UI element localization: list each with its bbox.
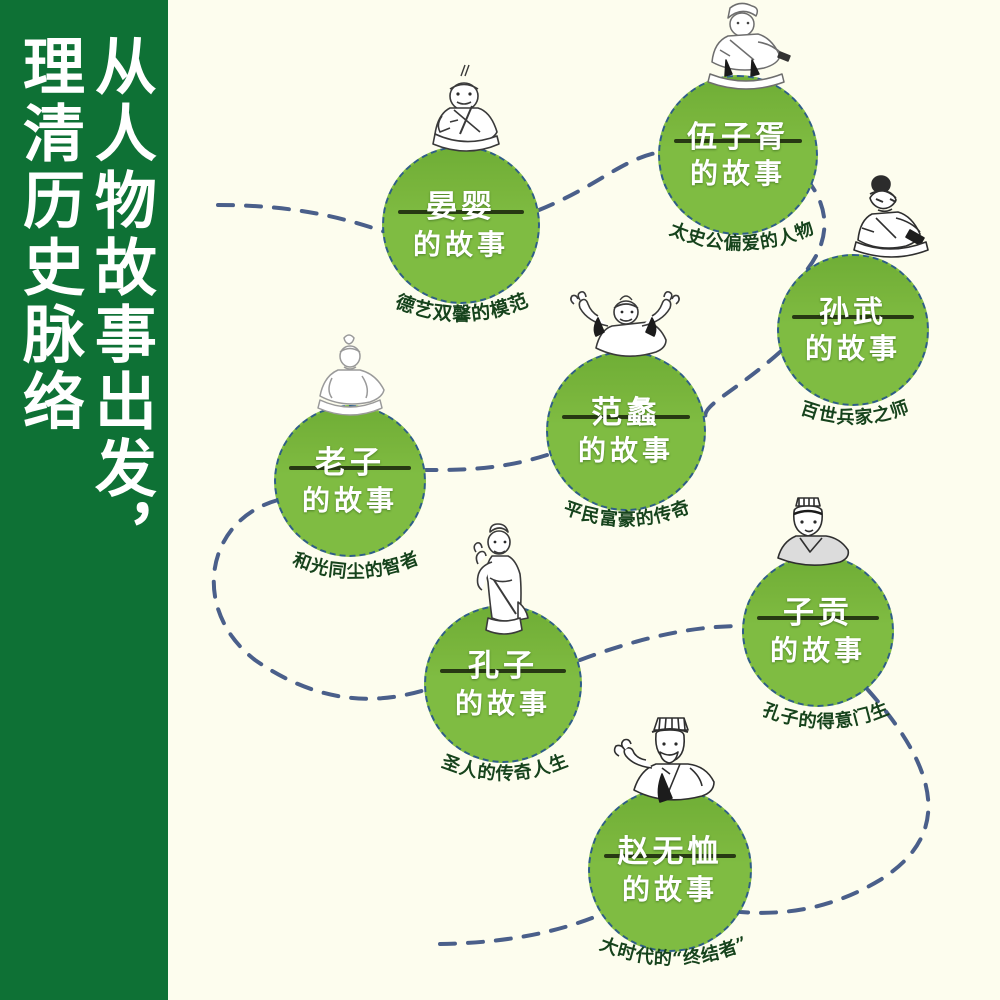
caption-laozi: 和光同尘的智者 (290, 548, 423, 583)
caption-zigong: 孔子的得意门生 (760, 697, 893, 732)
node-title-line2: 的故事 (621, 872, 718, 906)
caption-kongzi: 圣人的传奇人生 (438, 749, 572, 785)
node-title-line1: 老子 (315, 445, 385, 482)
node-title-line2: 的故事 (454, 686, 551, 720)
node-title-line1: 孔子 (468, 648, 538, 685)
caption-text: 孔子的得意门生 (760, 697, 892, 732)
caption-wuzixu: 太史公偏爱的人物 (667, 217, 818, 255)
banner-title-wrap: 从人物故事出发， 理清历史脉络 (0, 0, 168, 1000)
node-title-line2: 的故事 (412, 227, 509, 261)
node-title-line2: 的故事 (689, 157, 786, 191)
link-laozi-kongzi (211, 498, 427, 701)
svg-text:德艺双馨的模范: 德艺双馨的模范 (392, 288, 532, 325)
node-title-line1: 晏婴 (426, 189, 496, 226)
node-title-line1: 伍子胥 (687, 119, 789, 155)
node-title-line1: 子贡 (783, 595, 853, 632)
caption-text: 大时代的“终结者” (597, 932, 751, 969)
caption-zhaowuxu: 大时代的“终结者” (597, 932, 752, 969)
left-green-banner: 从人物故事出发， 理清历史脉络 (0, 0, 168, 1000)
node-title-line2: 的故事 (804, 332, 901, 366)
node-title-line2: 的故事 (577, 433, 674, 467)
caption-text: 太史公偏爱的人物 (667, 217, 817, 255)
node-title-line2: 的故事 (301, 483, 398, 517)
caption-sunwu: 百世兵家之师 (798, 396, 912, 429)
link-kongzi-zigong (578, 624, 744, 662)
node-title-line2: 的故事 (769, 633, 866, 667)
svg-text:和光同尘的智者: 和光同尘的智者 (290, 548, 423, 583)
caption-fanli: 平民富豪的传奇 (561, 496, 694, 531)
link-edge-to-yanying (216, 203, 387, 234)
caption-text: 平民富豪的传奇 (561, 496, 693, 531)
node-title-line1: 孙武 (819, 294, 887, 330)
caption-text: 德艺双馨的模范 (392, 288, 531, 325)
link-yanying-wuzixu (537, 150, 662, 212)
svg-text:孔子的得意门生: 孔子的得意门生 (760, 697, 893, 732)
node-title-line1: 范蠡 (591, 395, 661, 432)
page-title: 从人物故事出发， 理清历史脉络 (12, 34, 157, 570)
svg-text:圣人的传奇人生: 圣人的传奇人生 (438, 749, 572, 785)
caption-text: 和光同尘的智者 (290, 548, 422, 583)
svg-text:百世兵家之师: 百世兵家之师 (798, 396, 912, 429)
link-fanli-laozi (424, 453, 549, 472)
caption-yanying: 德艺双馨的模范 (392, 288, 532, 325)
svg-text:太史公偏爱的人物: 太史公偏爱的人物 (667, 217, 818, 255)
node-title-line1: 赵无恤 (617, 834, 723, 871)
link-sunwu-fanli (703, 350, 782, 420)
svg-text:大时代的“终结者”: 大时代的“终结者” (597, 932, 752, 969)
caption-text: 圣人的传奇人生 (438, 749, 571, 785)
caption-text: 百世兵家之师 (798, 396, 911, 429)
svg-text:平民富豪的传奇: 平民富豪的传奇 (561, 496, 694, 531)
link-zhaowuxu-edge (430, 916, 594, 946)
